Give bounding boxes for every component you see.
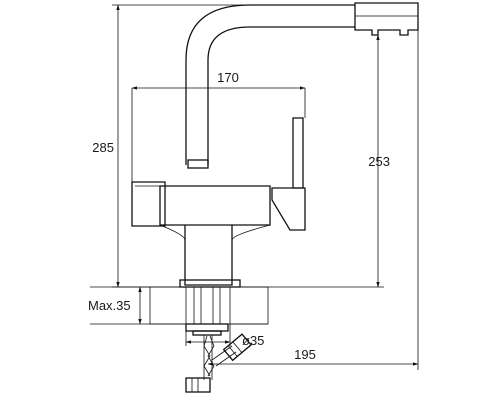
- supply-hoses: [185, 333, 252, 393]
- dimension-195-label: 195: [294, 347, 316, 362]
- faucet-body: [131, 2, 419, 288]
- dimension-max-35-label: Max.35: [88, 298, 131, 313]
- mounting-shank: [185, 286, 229, 336]
- dimension-170: 170: [131, 70, 306, 182]
- dimension-170-label: 170: [217, 70, 239, 85]
- countertop: [149, 286, 269, 325]
- dimension-diameter-35: ø35: [185, 324, 264, 348]
- dimension-max-35: Max.35: [88, 286, 150, 325]
- dimension-253: 253: [268, 34, 390, 288]
- dimension-285-label: 285: [92, 140, 114, 155]
- dimension-253-label: 253: [368, 154, 390, 169]
- dimension-195: 195: [207, 30, 419, 370]
- dimension-diameter-35-label: ø35: [242, 333, 264, 348]
